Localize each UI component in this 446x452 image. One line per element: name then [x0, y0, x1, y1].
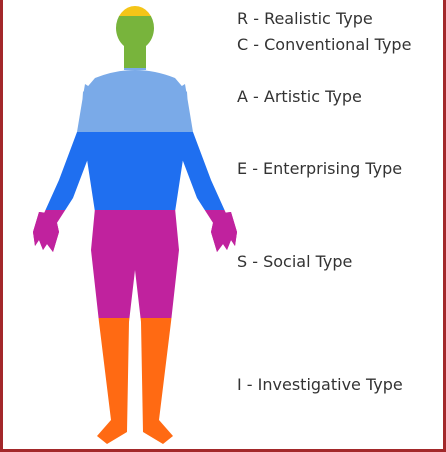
label-conventional: C - Conventional Type	[237, 37, 411, 53]
hand-left	[33, 212, 59, 252]
label-realistic: R - Realistic Type	[237, 11, 373, 27]
label-artistic: A - Artistic Type	[237, 89, 362, 105]
hand-right	[211, 212, 237, 252]
label-social: S - Social Type	[237, 254, 352, 270]
label-enterprising: E - Enterprising Type	[237, 161, 402, 177]
label-investigative: I - Investigative Type	[237, 377, 403, 393]
body-segment-artistic	[3, 68, 446, 132]
body-segment-realistic	[3, 0, 446, 16]
